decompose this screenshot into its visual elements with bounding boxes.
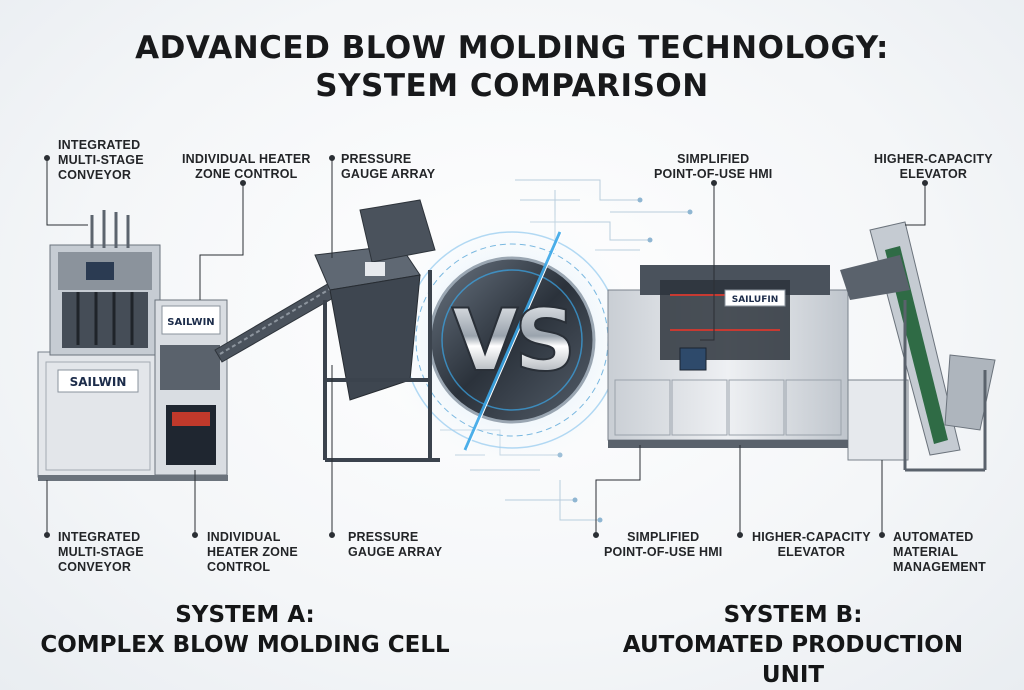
page-title-line1: ADVANCED BLOW MOLDING TECHNOLOGY: xyxy=(135,30,889,66)
label-top-heater-zone-control: INDIVIDUAL HEATER ZONE CONTROL xyxy=(182,152,311,181)
vs-emblem: VS xyxy=(372,200,652,480)
leader-lines xyxy=(44,155,928,538)
label-top-simplified-hmi: SIMPLIFIED POINT-OF-USE HMI xyxy=(654,152,773,181)
label-top-pressure-gauge: PRESSURE GAUGE ARRAY xyxy=(341,152,436,181)
system-a-subheading: COMPLEX BLOW MOLDING CELL xyxy=(40,632,450,658)
label-top-higher-capacity-elevator: HIGHER-CAPACITY ELEVATOR xyxy=(874,152,993,181)
label-bottom-higher-capacity-elevator: HIGHER-CAPACITY ELEVATOR xyxy=(752,530,871,559)
svg-text:SAILWIN: SAILWIN xyxy=(167,317,214,328)
vs-text: VS xyxy=(452,291,573,391)
system-b-machine: SAILUFIN xyxy=(607,221,996,472)
label-top-integrated-conveyor: INTEGRATED MULTI-STAGE CONVEYOR xyxy=(58,138,144,182)
system-b-brand-logo: SAILUFIN xyxy=(732,295,779,305)
label-bottom-integrated-conveyor: INTEGRATED MULTI-STAGE CONVEYOR xyxy=(58,530,144,574)
label-bottom-simplified-hmi: SIMPLIFIED POINT-OF-USE HMI xyxy=(604,530,723,559)
system-a-brand-logo: SAILWIN xyxy=(70,375,127,389)
system-b-heading: SYSTEM B: xyxy=(723,602,863,628)
label-bottom-automated-material: AUTOMATED MATERIAL MANAGEMENT xyxy=(893,530,986,574)
system-a-heading: SYSTEM A: xyxy=(175,602,315,628)
label-bottom-heater-zone-control: INDIVIDUAL HEATER ZONE CONTROL xyxy=(207,530,298,574)
system-a-caption: SYSTEM A: COMPLEX BLOW MOLDING CELL xyxy=(40,600,450,660)
system-b-subheading: AUTOMATED PRODUCTION UNIT xyxy=(622,632,964,688)
page-title-line2: SYSTEM COMPARISON xyxy=(315,68,709,104)
system-b-caption: SYSTEM B: AUTOMATED PRODUCTION UNIT xyxy=(588,600,998,690)
label-bottom-pressure-gauge: PRESSURE GAUGE ARRAY xyxy=(348,530,443,559)
system-a-machine: SAILWIN SAILWIN xyxy=(37,199,440,481)
